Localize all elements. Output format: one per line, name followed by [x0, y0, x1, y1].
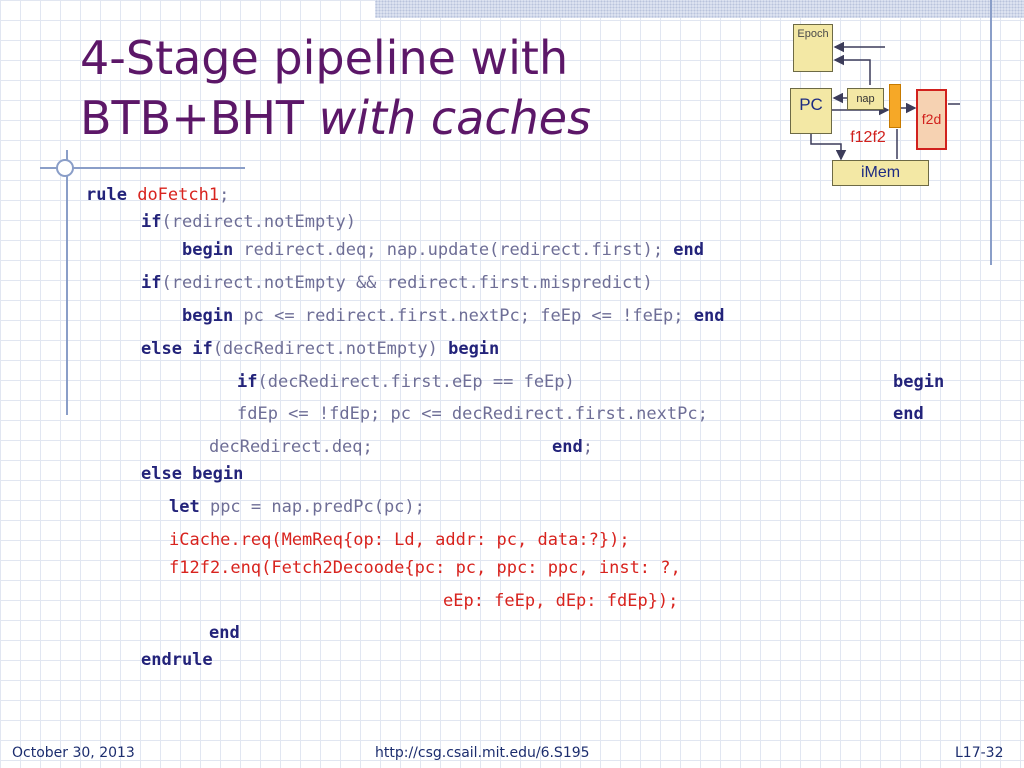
- code-line: iCache.req(MemReq{op: Ld, addr: pc, data…: [169, 530, 630, 550]
- code-keyword: else begin: [141, 464, 244, 484]
- code-line: if(redirect.notEmpty): [141, 212, 356, 232]
- left-decorative-line: [66, 150, 68, 415]
- code-line: decRedirect.deq;: [209, 437, 373, 457]
- footer-url: http://csg.csail.mit.edu/6.S195: [375, 745, 590, 761]
- pipeline-diagram: Epoch PC nap f12f2 f2d iMem: [775, 18, 975, 188]
- code-line: begin redirect.deq; nap.update(redirect.…: [182, 240, 705, 260]
- nap-box: nap: [847, 88, 884, 110]
- title-line-2: BTB+BHT: [80, 91, 319, 145]
- code-line: f12f2.enq(Fetch2Decoode{pc: pc, ppc: ppc…: [169, 558, 681, 578]
- code-keyword: endrule: [141, 650, 213, 670]
- code-line: rule doFetch1;: [86, 185, 230, 205]
- code-line: if(redirect.notEmpty && redirect.first.m…: [141, 273, 653, 293]
- code-line: end;: [552, 437, 593, 457]
- footer-date: October 30, 2013: [12, 745, 135, 761]
- slide-title: 4-Stage pipeline with BTB+BHT with cache…: [80, 28, 591, 148]
- title-line-2-italic: with caches: [318, 91, 592, 145]
- decorative-circle: [56, 159, 74, 177]
- code-keyword: end: [209, 623, 240, 643]
- epoch-register: Epoch: [793, 24, 833, 72]
- title-underline: [40, 167, 245, 169]
- f12f2-label: f12f2: [850, 129, 886, 146]
- header-hatch-band: [375, 0, 1024, 18]
- code-line: fdEp <= !fdEp; pc <= decRedirect.first.n…: [237, 404, 708, 424]
- footer-page-number: L17-32: [955, 745, 1004, 761]
- code-line: let ppc = nap.predPc(pc);: [169, 497, 425, 517]
- title-line-1: 4-Stage pipeline with: [80, 31, 569, 85]
- pc-register: PC: [790, 88, 832, 134]
- code-keyword: end: [893, 404, 924, 424]
- code-line: if(decRedirect.first.eEp == feEp): [237, 372, 575, 392]
- code-line: else if(decRedirect.notEmpty) begin: [141, 339, 500, 359]
- right-decorative-line: [990, 0, 992, 265]
- f12f2-fifo: [889, 84, 901, 128]
- f2d-fifo: f2d: [916, 89, 947, 150]
- code-line: eEp: feEp, dEp: fdEp});: [443, 591, 679, 611]
- code-line: begin pc <= redirect.first.nextPc; feEp …: [182, 306, 725, 326]
- imem-box: iMem: [832, 160, 929, 186]
- code-keyword: begin: [893, 372, 945, 392]
